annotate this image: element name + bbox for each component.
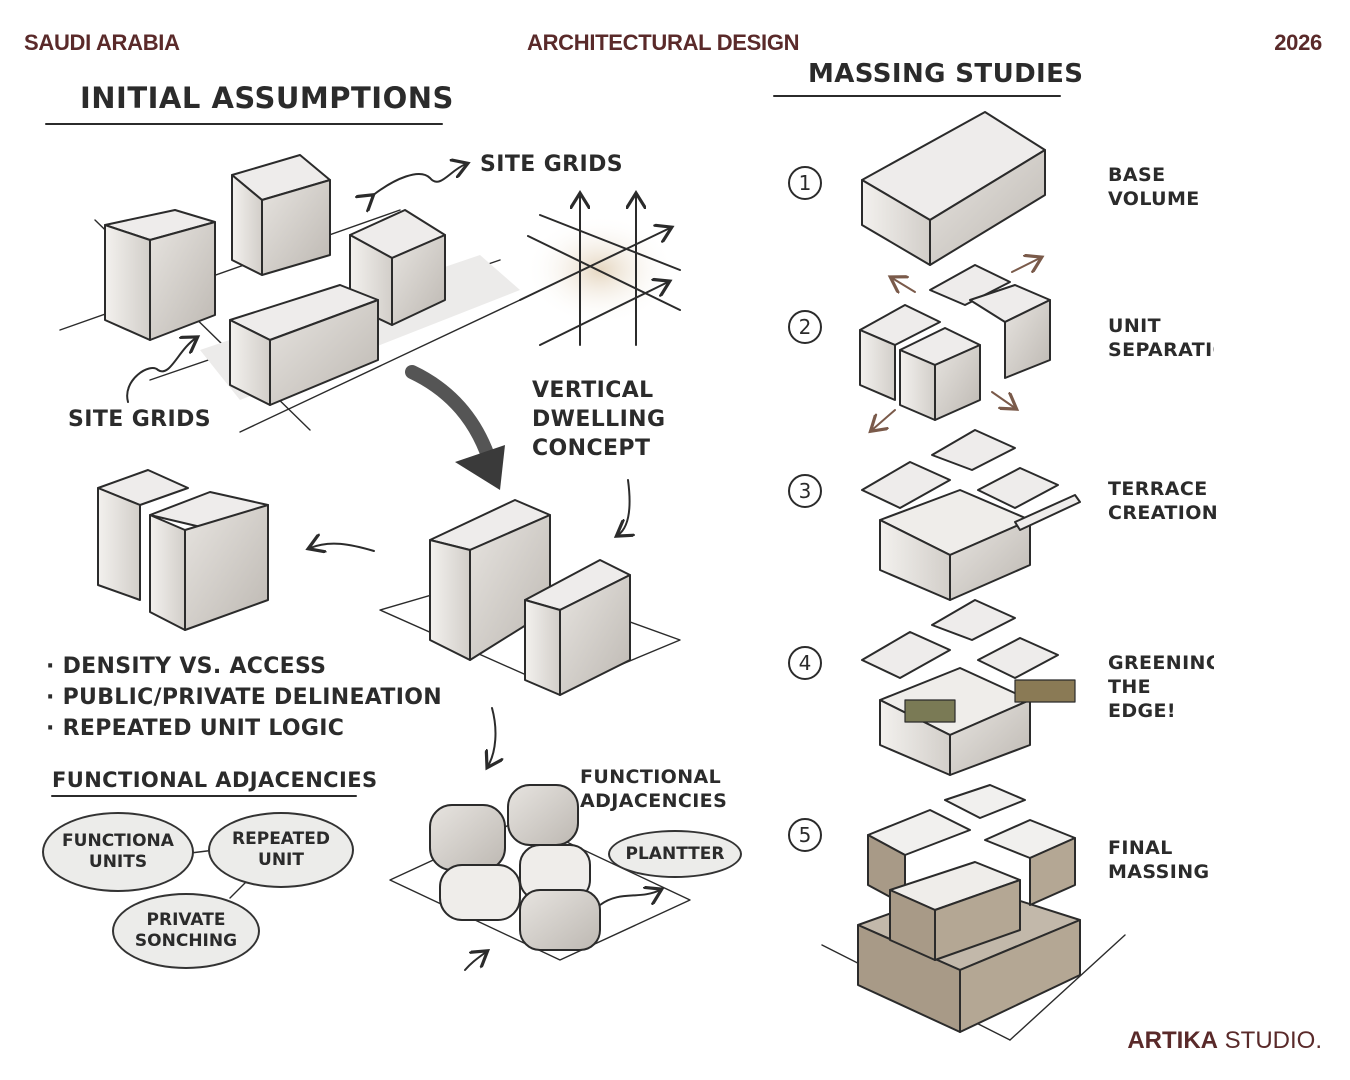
curved-arrow-icon [455,445,505,490]
massing-step-5 [821,784,1126,1041]
massing-step-3 [861,429,1081,601]
adjacency-sketch [389,784,691,971]
step-label-terrace-creation: TERRACE CREATION [1108,478,1219,524]
site-plan-sketch [59,154,521,433]
site-grid-axes [519,195,681,346]
functional-adjacencies-label: FUNCTIONAL ADJACENCIES [580,766,728,812]
vertical-dwelling-label: VERTICAL DWELLING CONCEPT [532,378,666,461]
step-number: 3 [788,474,822,508]
initial-assumptions-title: INITIAL ASSUMPTIONS [80,81,454,115]
bubble-private-sonching: PRIVATE SONCHING [112,893,260,969]
massing-step-1 [861,111,1046,266]
step-number: 4 [788,646,822,680]
bullet-item: PUBLIC/PRIVATE DELINEATION [46,682,442,713]
step-label-base-volume: BASE VOLUME [1108,164,1200,210]
massing-studies-title: MASSING STUDIES [808,59,1084,89]
header-location: SAUDI ARABIA [24,30,180,55]
brand-logo: ARTIKA STUDIO. [1127,1027,1322,1055]
site-grids-label-left: SITE GRIDS [68,407,212,432]
brand-bold: ARTIKA [1127,1027,1218,1054]
bubble-functional-units: FUNCTIONA UNITS [42,812,194,892]
site-grids-label-top: SITE GRIDS [480,152,624,177]
step-number: 2 [788,310,822,344]
bubble-repeated-unit: REPEATED UNIT [208,812,354,888]
bullet-item: DENSITY VS. ACCESS [46,651,442,682]
step-label-greening-edges: GREENING THE EDGE! [1108,652,1214,722]
vertical-dwelling-sketch [379,479,681,766]
header-year: 2026 [1274,30,1322,55]
step-label-unit-separation: UNIT SEPARATIC [1108,315,1214,361]
functional-adjacencies-title: FUNCTIONAL ADJACENCIES [52,768,378,792]
step-label-final-massing: FINAL MASSING [1108,837,1210,883]
massing-step-2 [859,258,1051,430]
bubble-plantter: PLANTTER [608,830,742,878]
brand-rest: STUDIO. [1217,1027,1322,1054]
assumption-bullets: DENSITY VS. ACCESS PUBLIC/PRIVATE DELINE… [46,651,442,744]
twin-tower-sketch [97,469,375,631]
step-number: 5 [788,818,822,852]
header-title: ARCHITECTURAL DESIGN [527,30,800,55]
step-number: 1 [788,166,822,200]
bullet-item: REPEATED UNIT LOGIC [46,713,442,744]
massing-step-4 [861,599,1076,776]
